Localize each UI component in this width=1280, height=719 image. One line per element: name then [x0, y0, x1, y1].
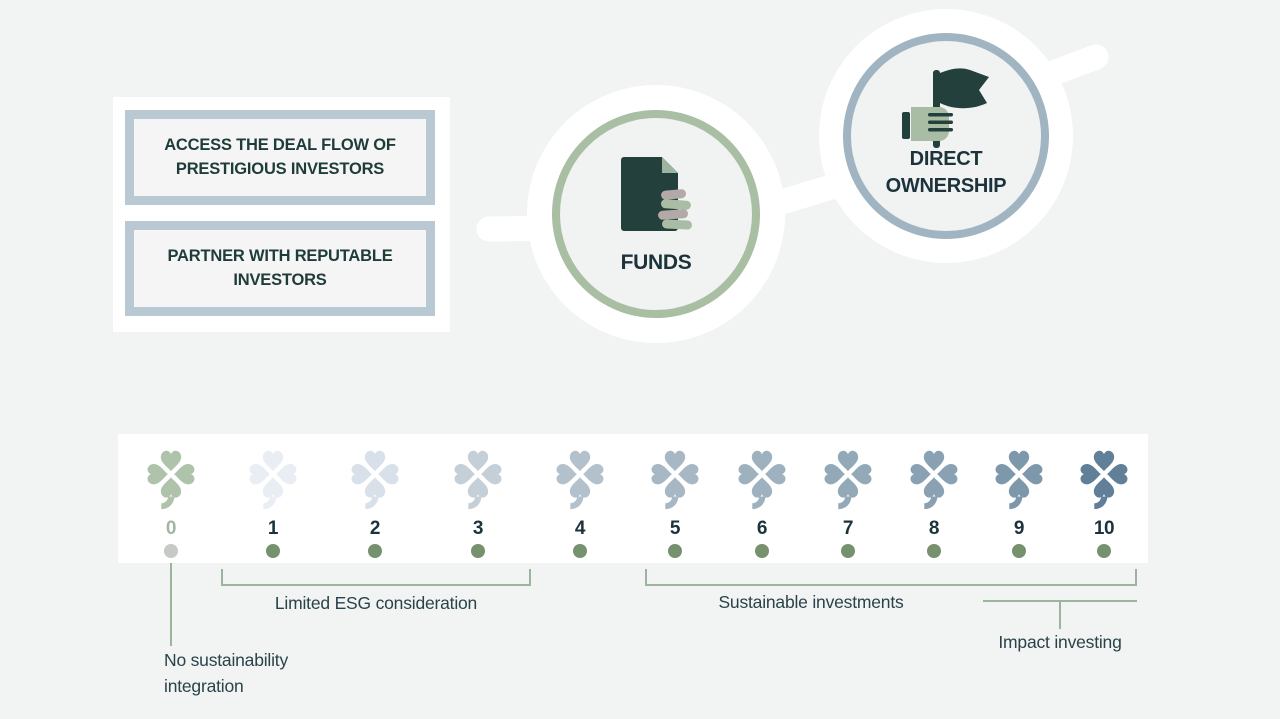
esg-scale-strip [118, 434, 1148, 563]
scale-value: 9 [1013, 518, 1025, 539]
clover-icon [651, 450, 699, 510]
benefit-box-1-label: ACCESS THE DEAL FLOW OF PRESTIGIOUS INVE… [164, 136, 396, 178]
scale-value: 4 [574, 518, 586, 539]
benefit-box-deal-flow: ACCESS THE DEAL FLOW OF PRESTIGIOUS INVE… [125, 110, 435, 205]
scale-item-0: 0 [141, 448, 201, 558]
scale-dot [573, 544, 587, 558]
funds-node [527, 85, 785, 343]
direct-ownership-node [819, 9, 1073, 263]
scale-dot [668, 544, 682, 558]
funds-label: FUNDS [620, 251, 692, 274]
clover-icon [1080, 450, 1128, 510]
clover-icon [556, 450, 604, 510]
scale-value: 2 [369, 518, 381, 539]
clover-icon [454, 450, 502, 510]
clover-icon [249, 450, 297, 510]
scale-item-4: 4 [550, 448, 610, 558]
scale-item-8: 8 [904, 448, 964, 558]
clover-icon [351, 450, 399, 510]
scale-value: 0 [165, 518, 177, 539]
scale-value: 3 [472, 518, 484, 539]
sustainable-investments-bracket [645, 569, 1137, 586]
scale-item-6: 6 [732, 448, 792, 558]
scale-item-3: 3 [448, 448, 508, 558]
scale-item-10: 10 [1074, 448, 1134, 558]
benefits-card: ACCESS THE DEAL FLOW OF PRESTIGIOUS INVE… [113, 97, 450, 332]
clover-icon [147, 450, 195, 510]
document-coins-icon [621, 157, 692, 231]
scale-item-5: 5 [645, 448, 705, 558]
impact-investing-label: Impact investing [998, 632, 1122, 652]
clover-icon [738, 450, 786, 510]
clover-icon [910, 450, 958, 510]
scale-dot [755, 544, 769, 558]
scale-dot [368, 544, 382, 558]
sustainable-investments-label: Sustainable investments [718, 592, 904, 612]
scale-value: 6 [756, 518, 768, 539]
limited-esg-bracket [221, 569, 531, 586]
scale-value: 8 [928, 518, 940, 539]
no-sustainability-label: No sustainability integration [164, 650, 289, 696]
scale-item-1: 1 [243, 448, 303, 558]
scale-dot [164, 544, 178, 558]
direct-ownership-label: DIRECT OWNERSHIP [885, 148, 1007, 197]
clover-icon [995, 450, 1043, 510]
scale-value: 5 [669, 518, 681, 539]
scale-item-7: 7 [818, 448, 878, 558]
benefit-box-2-label: PARTNER WITH REPUTABLE INVESTORS [167, 247, 393, 289]
limited-esg-label: Limited ESG consideration [274, 593, 478, 613]
scale-item-2: 2 [345, 448, 405, 558]
scale-brackets [170, 563, 1137, 646]
impact-investing-bracket [983, 600, 1137, 629]
scale-value: 7 [842, 518, 854, 539]
scale-value: 1 [267, 518, 279, 539]
scale-dot [471, 544, 485, 558]
clover-icon [824, 450, 872, 510]
scale-dot [841, 544, 855, 558]
scale-dot [266, 544, 280, 558]
scale-item-9: 9 [989, 448, 1049, 558]
scale-value: 10 [1093, 518, 1115, 539]
hand-flag-icon [902, 68, 989, 148]
scale-dot [1097, 544, 1111, 558]
scale-dot [927, 544, 941, 558]
benefit-box-partner: PARTNER WITH REPUTABLE INVESTORS [125, 221, 435, 316]
scale-dot [1012, 544, 1026, 558]
